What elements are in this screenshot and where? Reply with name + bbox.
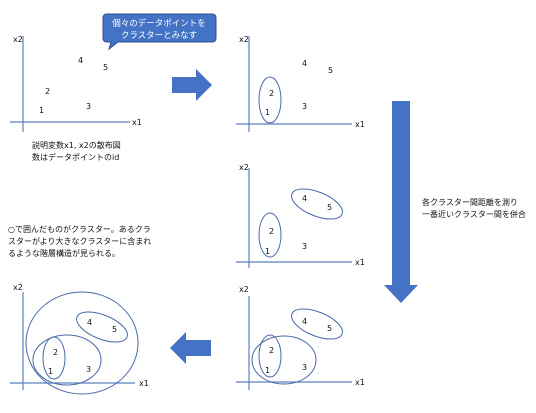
point-label: 3: [302, 363, 307, 372]
arrow-right-icon: [172, 69, 212, 101]
point-label: 5: [327, 203, 332, 212]
point-label: 2: [269, 346, 274, 355]
merge-caption-line: 各クラスター間距離を測り: [422, 197, 518, 207]
cluster-ellipse: [25, 291, 139, 395]
x-axis-label: x1: [132, 118, 142, 127]
point-label: 4: [302, 317, 307, 326]
cluster-ellipse: [291, 188, 343, 220]
y-axis-label: x2: [13, 35, 23, 44]
x-axis-label: x1: [139, 379, 149, 388]
cluster-ellipse: [291, 308, 343, 340]
point-label: 4: [302, 59, 307, 68]
x-axis-label: x1: [355, 258, 365, 267]
point-label: 4: [302, 194, 307, 203]
cluster-ellipse: [258, 212, 282, 258]
y-axis-label: x2: [239, 285, 249, 294]
cluster-ellipse: [42, 336, 66, 380]
scatter-caption-line: 説明変数x1, x2の散布図: [32, 140, 121, 150]
scatter-panel-step1: x2 x1 1 2 3 4 5: [236, 35, 365, 132]
scatter-panel-final: x2 x1 1 2 3 4 5: [10, 283, 149, 395]
x-axis-label: x1: [355, 120, 365, 129]
scatter-panel-step2: x2 x1 1 2 3 4 5: [236, 163, 365, 268]
callout-text-line: 個々のデータポイントを: [112, 18, 206, 28]
scatter-panel-step3: x2 x1 1 2 3 4 5: [236, 285, 365, 390]
point-label: 4: [78, 56, 83, 65]
point-label: 5: [103, 63, 108, 72]
point-label: 1: [265, 366, 270, 375]
arrow-down-icon: [384, 101, 418, 303]
point-label: 2: [269, 227, 274, 236]
cluster-ellipse: [251, 335, 317, 385]
point-label: 1: [265, 108, 270, 117]
hierarchy-caption-line: スターがより大きなクラスターに含まれ: [8, 236, 151, 246]
callout-text-line: クラスターとみなす: [121, 30, 197, 40]
point-label: 5: [112, 325, 117, 334]
cluster-ellipse: [32, 334, 102, 386]
cluster-ellipse: [258, 76, 282, 124]
point-label: 1: [39, 106, 44, 115]
point-label: 3: [302, 242, 307, 251]
point-label: 5: [327, 324, 332, 333]
cluster-ellipse: [258, 334, 282, 378]
hierarchy-caption-line: るような階層構造が見られる。: [8, 248, 120, 258]
arrow-left-icon: [170, 332, 211, 364]
point-label: 3: [302, 102, 307, 111]
point-label: 1: [265, 247, 270, 256]
point-label: 5: [328, 66, 333, 75]
point-label: 3: [86, 365, 91, 374]
callout-bubble: 個々のデータポイントを クラスターとみなす: [102, 13, 217, 51]
x-axis-label: x1: [355, 378, 365, 387]
y-axis-label: x2: [239, 35, 249, 44]
cluster-ellipse: [76, 311, 128, 343]
scatter-panel-initial: x2 x1 1 2 3 4 5 説明変数x1, x2の散布図 数はデータポイント…: [10, 35, 142, 162]
point-label: 4: [87, 318, 92, 327]
point-label: 2: [53, 348, 58, 357]
scatter-caption-line: 数はデータポイントのid: [32, 152, 119, 162]
hierarchy-caption-line: ○で囲んだものがクラスター。あるクラ: [8, 224, 151, 234]
point-label: 1: [48, 367, 53, 376]
point-label: 2: [45, 87, 50, 96]
merge-caption-line: 一番近いクラスター間を併合: [422, 209, 526, 219]
point-label: 2: [269, 89, 274, 98]
point-label: 3: [86, 102, 91, 111]
y-axis-label: x2: [239, 163, 249, 172]
y-axis-label: x2: [13, 283, 23, 292]
